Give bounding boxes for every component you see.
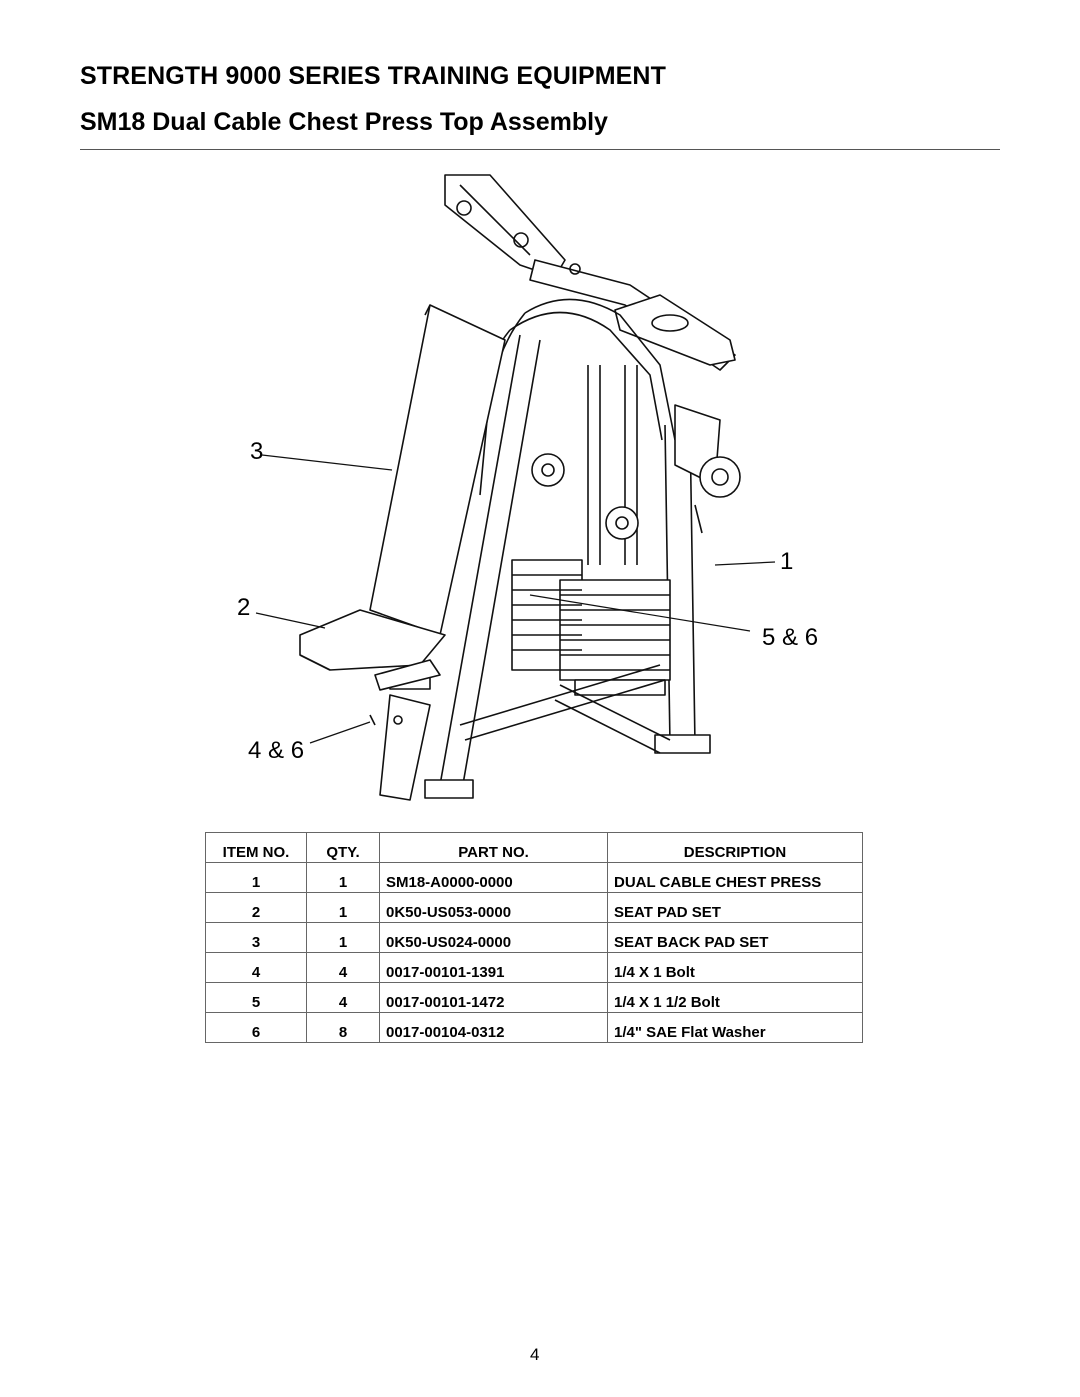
cell-description: SEAT PAD SET	[607, 892, 863, 923]
callout-1: 1	[780, 548, 794, 575]
seat-adjustment-post	[369, 659, 441, 801]
cell-description: 1/4 X 1 Bolt	[607, 952, 863, 983]
col-header-description: DESCRIPTION	[607, 832, 863, 863]
table-row: 6 8 0017-00104-0312 1/4" SAE Flat Washer	[205, 1012, 863, 1043]
front-upright	[424, 334, 541, 799]
cell-part-no: 0K50-US053-0000	[379, 892, 608, 923]
col-header-item-no: ITEM NO.	[205, 832, 307, 863]
cell-description: 1/4 X 1 1/2 Bolt	[607, 982, 863, 1013]
callout-3: 3	[250, 438, 264, 465]
page-number: 4	[530, 1345, 540, 1364]
cell-part-no: SM18-A0000-0000	[379, 862, 608, 893]
col-header-qty: QTY.	[306, 832, 380, 863]
parts-list-table: ITEM NO. QTY. PART NO. DESCRIPTION 1 1 S…	[205, 832, 863, 1043]
cell-part-no: 0017-00104-0312	[379, 1012, 608, 1043]
cell-part-no: 0017-00101-1391	[379, 952, 608, 983]
cell-item-no: 6	[205, 1012, 307, 1043]
callout-leaders	[255, 454, 776, 744]
callout-2: 2	[237, 594, 251, 621]
cell-qty: 1	[306, 862, 380, 893]
right-side-pulley	[694, 456, 741, 534]
cell-qty: 4	[306, 952, 380, 983]
cell-description: DUAL CABLE CHEST PRESS	[607, 862, 863, 893]
table-row: 4 4 0017-00101-1391 1/4 X 1 Bolt	[205, 952, 863, 983]
cell-qty: 1	[306, 922, 380, 953]
top-pulley-bracket-right	[614, 294, 736, 366]
right-upright	[654, 404, 721, 754]
col-header-part-no: PART NO.	[379, 832, 608, 863]
table-row: 1 1 SM18-A0000-0000 DUAL CABLE CHEST PRE…	[205, 862, 863, 893]
cell-part-no: 0017-00101-1472	[379, 982, 608, 1013]
table-header-row: ITEM NO. QTY. PART NO. DESCRIPTION	[205, 832, 863, 863]
cell-item-no: 4	[205, 952, 307, 983]
cell-description: SEAT BACK PAD SET	[607, 922, 863, 953]
cell-item-no: 3	[205, 922, 307, 953]
machine-assembly-drawing	[255, 174, 776, 801]
callout-5-and-6: 5 & 6	[762, 624, 819, 651]
weight-stack	[511, 559, 671, 696]
cell-part-no: 0K50-US024-0000	[379, 922, 608, 953]
cell-qty: 4	[306, 982, 380, 1013]
cell-description: 1/4" SAE Flat Washer	[607, 1012, 863, 1043]
cell-item-no: 5	[205, 982, 307, 1013]
center-pulleys	[531, 453, 639, 540]
table-row: 2 1 0K50-US053-0000 SEAT PAD SET	[205, 892, 863, 923]
header-divider	[80, 149, 1000, 150]
cell-item-no: 1	[205, 862, 307, 893]
top-pulley-bracket-left	[444, 174, 566, 278]
table-row: 3 1 0K50-US024-0000 SEAT BACK PAD SET	[205, 922, 863, 953]
callout-4-and-6: 4 & 6	[248, 737, 305, 764]
cell-qty: 1	[306, 892, 380, 923]
cell-item-no: 2	[205, 892, 307, 923]
document-title: STRENGTH 9000 SERIES TRAINING EQUIPMENT	[80, 62, 666, 90]
base-frame	[459, 664, 671, 754]
table-row: 5 4 0017-00101-1472 1/4 X 1 1/2 Bolt	[205, 982, 863, 1013]
cell-qty: 8	[306, 1012, 380, 1043]
document-subtitle: SM18 Dual Cable Chest Press Top Assembly	[80, 108, 608, 136]
